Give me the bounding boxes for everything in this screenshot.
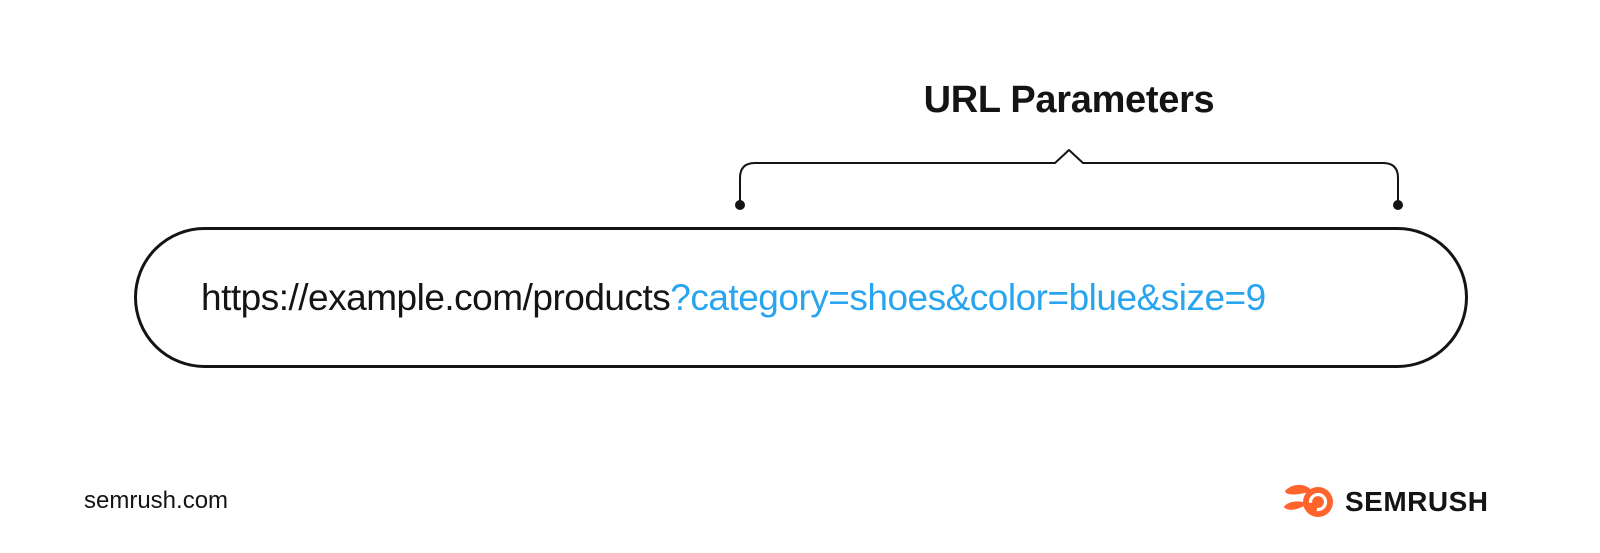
semrush-flame-icon <box>1284 484 1333 517</box>
figure-title: URL Parameters <box>923 79 1215 121</box>
url-params-text: ?category=shoes&color=blue&size=9 <box>670 276 1266 318</box>
url-text: https://example.com/products?category=sh… <box>201 277 1266 319</box>
curly-brace-icon <box>735 149 1403 210</box>
semrush-logo: SEMRUSH <box>1284 482 1489 522</box>
semrush-logo-text: SEMRUSH <box>1345 486 1489 517</box>
url-base-text: https://example.com/products <box>201 276 671 318</box>
source-text: semrush.com <box>84 487 229 514</box>
url-pill: https://example.com/products?category=sh… <box>134 227 1468 368</box>
